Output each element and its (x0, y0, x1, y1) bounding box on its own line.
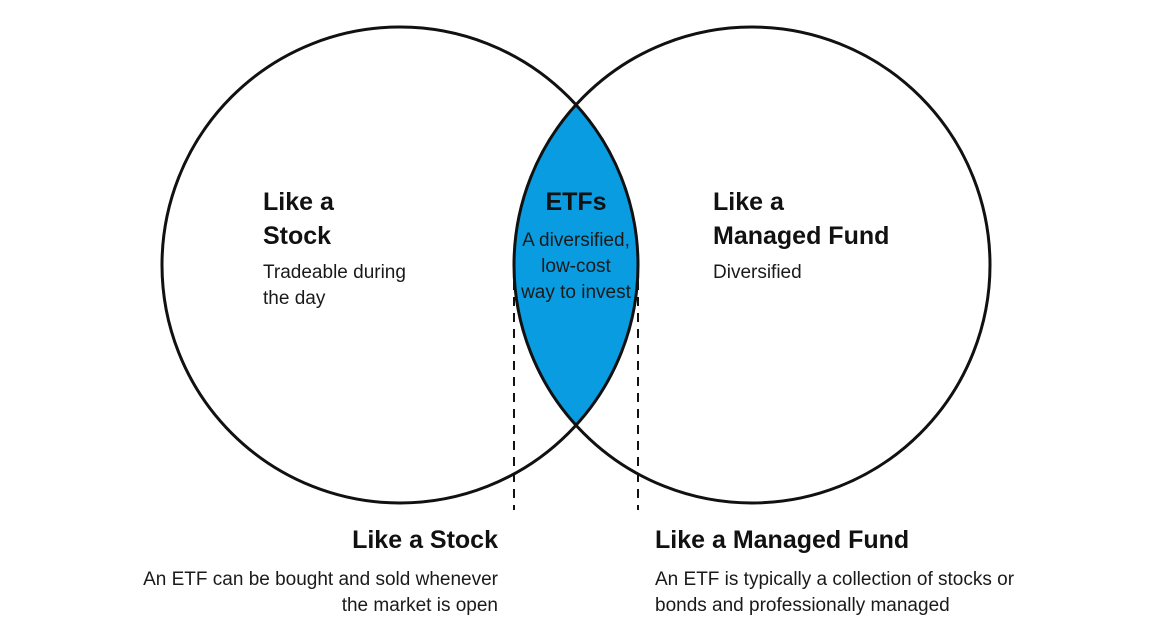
left-circle-title-line: Like a (263, 188, 334, 216)
bottom-left-description: An ETF can be bought and sold whenever t… (40, 567, 498, 619)
right-circle-title-line: Like a (713, 188, 784, 216)
right-circle-title-line: Managed Fund (713, 222, 890, 250)
right-circle-title: Like a Managed Fund (713, 185, 889, 253)
right-circle-description-line: Diversified (713, 262, 802, 283)
right-circle-description: Diversified (713, 260, 802, 286)
intersection-description-line: low-cost (541, 256, 611, 277)
left-circle-title-line: Stock (263, 222, 332, 250)
bottom-left-title: Like a Stock (352, 526, 498, 554)
left-circle-title: Like a Stock (263, 185, 334, 253)
left-circle-description: Tradeable during the day (263, 260, 406, 312)
intersection-description: A diversified, low-cost way to invest (500, 228, 652, 306)
bottom-right-description-line: bonds and professionally managed (655, 595, 950, 616)
bottom-right-title: Like a Managed Fund (655, 526, 910, 554)
bottom-right-description: An ETF is typically a collection of stoc… (655, 567, 1014, 619)
bottom-left-description-line: the market is open (341, 595, 498, 616)
intersection-description-line: A diversified, (522, 230, 630, 251)
intersection-description-line: way to invest (521, 282, 631, 303)
bottom-left-description-line: An ETF can be bought and sold whenever (143, 569, 498, 590)
left-circle-description-line: the day (263, 288, 326, 309)
intersection-lens (514, 104, 638, 426)
intersection-title: ETFs (545, 188, 607, 216)
left-circle-description-line: Tradeable during (263, 262, 406, 283)
bottom-right-description-line: An ETF is typically a collection of stoc… (655, 569, 1015, 590)
